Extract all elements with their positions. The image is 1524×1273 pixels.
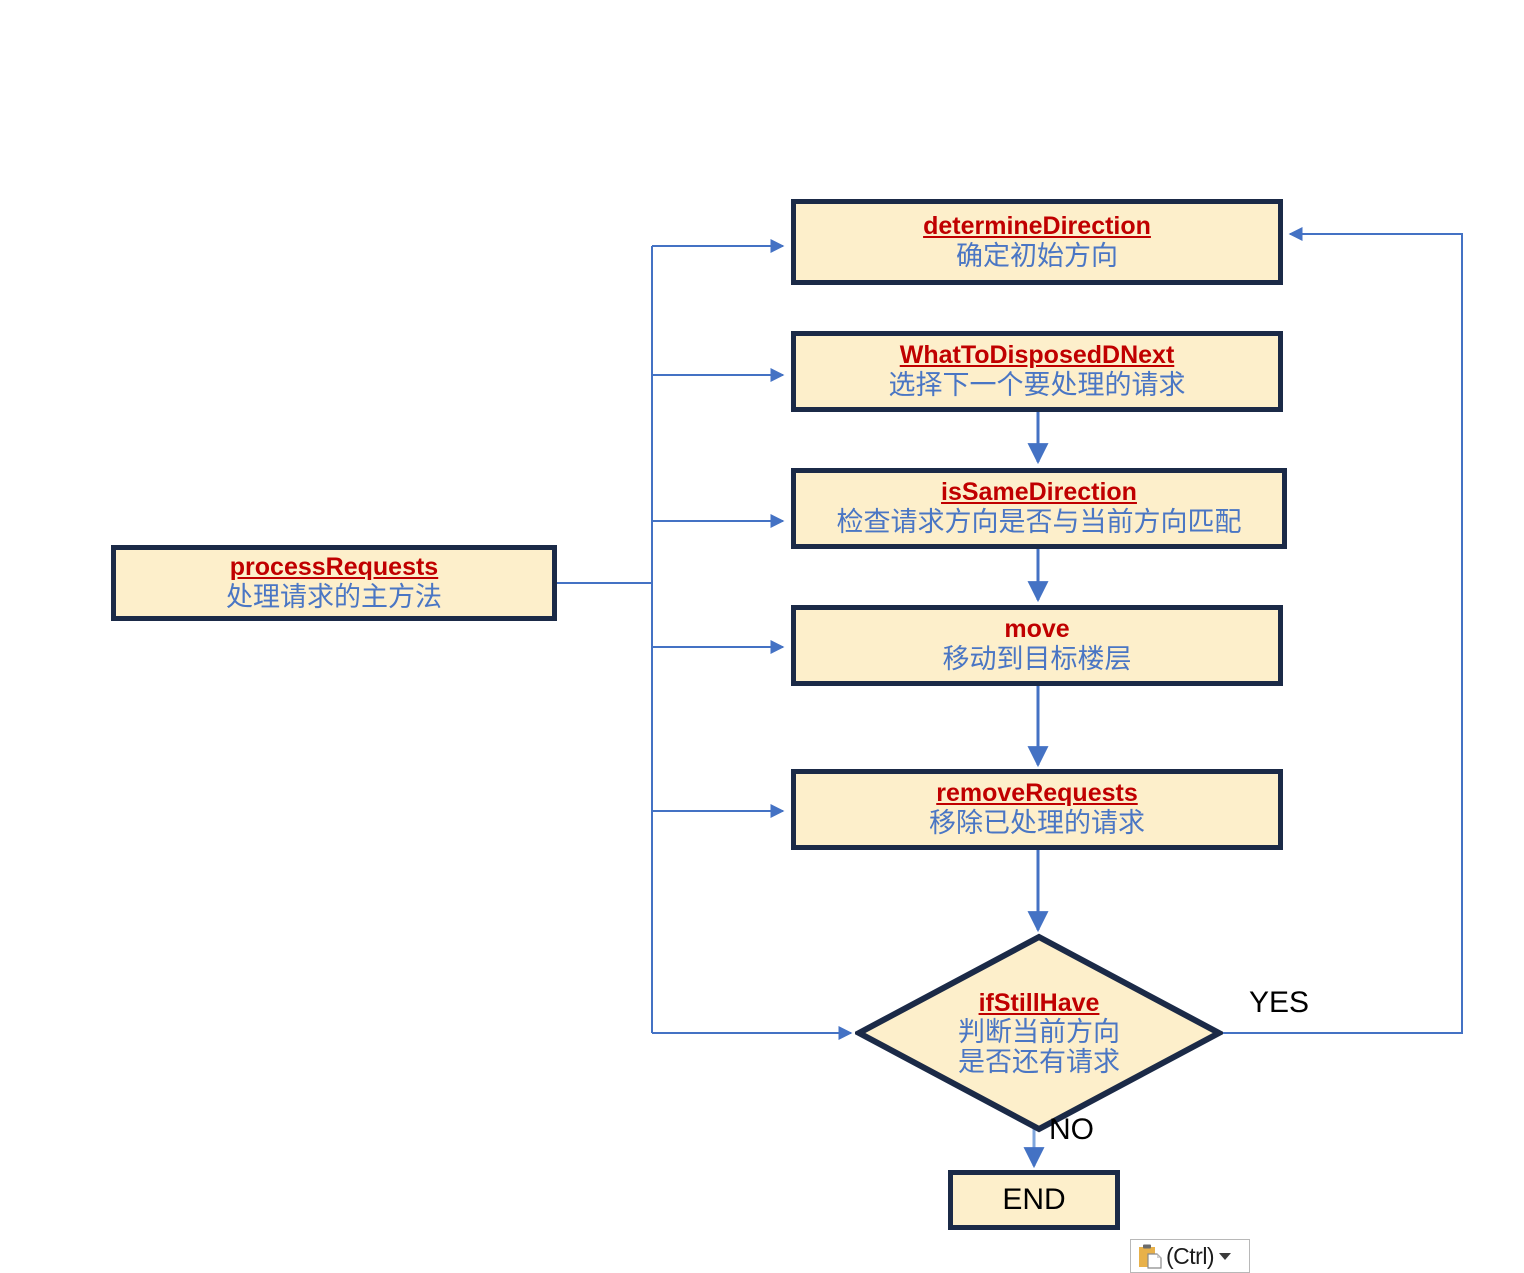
node-title-en: isSameDirection: [941, 478, 1137, 507]
chevron-down-icon[interactable]: [1219, 1252, 1232, 1260]
node-subtitle-cn: 确定初始方向: [956, 240, 1118, 271]
node-process-requests[interactable]: processRequests 处理请求的主方法: [111, 545, 557, 621]
node-what-to-disposed-d-next[interactable]: WhatToDisposedDNext 选择下一个要处理的请求: [791, 331, 1283, 412]
node-title-en: determineDirection: [923, 211, 1151, 240]
node-subtitle-cn: 处理请求的主方法: [226, 581, 442, 612]
node-remove-requests[interactable]: removeRequests 移除已处理的请求: [791, 769, 1283, 850]
node-determine-direction[interactable]: determineDirection 确定初始方向: [791, 199, 1283, 285]
node-end[interactable]: END: [948, 1170, 1120, 1230]
paste-options-label: (Ctrl): [1166, 1242, 1215, 1269]
node-is-same-direction[interactable]: isSameDirection 检查请求方向是否与当前方向匹配: [791, 468, 1287, 549]
node-subtitle-cn: 选择下一个要处理的请求: [888, 370, 1186, 401]
node-if-still-have[interactable]: ifStillHave 判断当前方向是否还有请求: [855, 933, 1223, 1133]
diamond-shape: [855, 933, 1223, 1133]
node-move[interactable]: move 移动到目标楼层: [791, 605, 1283, 686]
node-title-en: removeRequests: [936, 779, 1138, 808]
clipboard-icon: [1139, 1244, 1162, 1269]
edge-label-yes: YES: [1249, 986, 1310, 1019]
node-subtitle-cn: 移动到目标楼层: [942, 644, 1132, 675]
node-subtitle-cn: 移除已处理的请求: [929, 808, 1145, 839]
edge-label-no: NO: [1049, 1113, 1094, 1146]
node-subtitle-cn: 检查请求方向是否与当前方向匹配: [836, 507, 1242, 538]
node-title-en: move: [1004, 615, 1070, 644]
node-label: END: [1002, 1182, 1066, 1216]
node-title-en: processRequests: [229, 552, 439, 581]
node-title-en: WhatToDisposedDNext: [899, 341, 1175, 370]
paste-options-button[interactable]: (Ctrl): [1130, 1239, 1250, 1273]
